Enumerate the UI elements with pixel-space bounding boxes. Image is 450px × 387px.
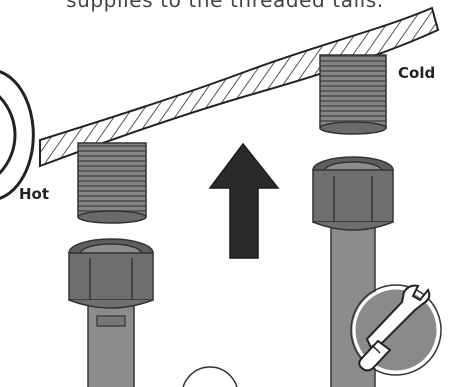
up-arrow-icon <box>208 142 280 259</box>
cold-label: Cold <box>398 64 436 82</box>
partial-circle-bottom <box>182 366 238 387</box>
wrench-icon <box>350 284 442 376</box>
cold-supply-hose <box>312 156 394 387</box>
hot-label: Hot <box>19 185 50 203</box>
instruction-caption: supplies to the threaded tails. <box>66 0 384 12</box>
hot-supply-hose <box>68 238 154 387</box>
cold-threaded-tail <box>319 54 387 135</box>
wall-cross-section <box>39 6 440 168</box>
hot-threaded-tail <box>77 142 147 224</box>
partial-circle-graphic <box>0 70 35 200</box>
